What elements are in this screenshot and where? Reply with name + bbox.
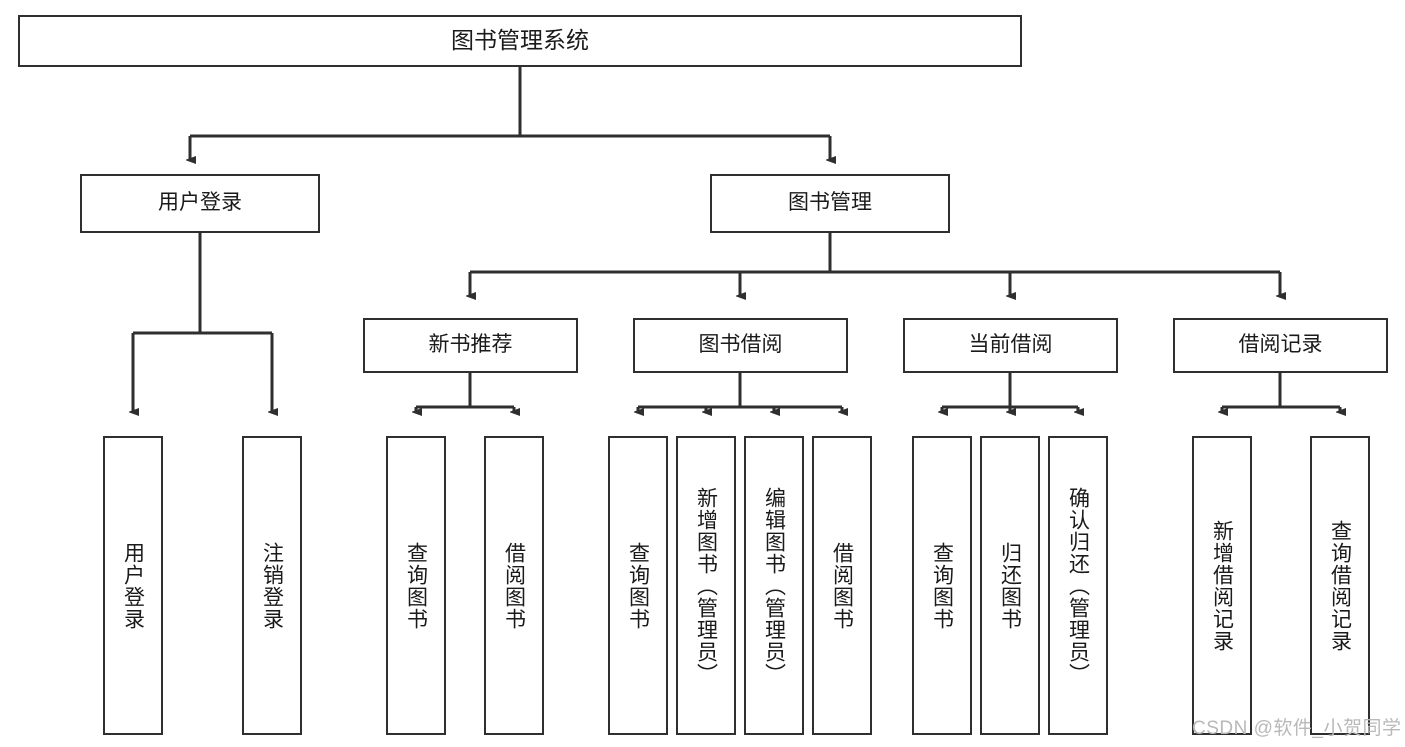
node-leaf-query-book-3[interactable]: 查询图书 [912, 436, 972, 735]
node-leaf-logout-login-label: 注销登录 [260, 541, 284, 630]
node-leaf-confirm-return-label: 确认归还（管理员） [1066, 486, 1090, 685]
node-leaf-logout-login[interactable]: 注销登录 [242, 436, 302, 735]
node-leaf-borrow-book-1[interactable]: 借阅图书 [484, 436, 544, 735]
node-leaf-edit-book[interactable]: 编辑图书（管理员） [744, 436, 804, 735]
node-user-login[interactable]: 用户登录 [80, 174, 320, 233]
node-leaf-add-book-label: 新增图书（管理员） [694, 486, 718, 685]
node-user-login-label: 用户登录 [158, 191, 242, 215]
node-leaf-user-login[interactable]: 用户登录 [103, 436, 163, 735]
node-leaf-borrow-book-1-label: 借阅图书 [502, 541, 526, 630]
node-leaf-query-book-1[interactable]: 查询图书 [386, 436, 446, 735]
node-leaf-add-book[interactable]: 新增图书（管理员） [676, 436, 736, 735]
node-leaf-return-book-label: 归还图书 [998, 541, 1022, 630]
node-leaf-return-book[interactable]: 归还图书 [980, 436, 1040, 735]
node-root-label: 图书管理系统 [451, 27, 589, 54]
node-book-borrow[interactable]: 图书借阅 [633, 318, 848, 373]
node-book-manage-label: 图书管理 [788, 191, 872, 215]
node-leaf-borrow-book-2-label: 借阅图书 [830, 541, 854, 630]
node-book-manage[interactable]: 图书管理 [710, 174, 950, 233]
node-borrow-record-label: 借阅记录 [1238, 333, 1323, 357]
node-leaf-add-record[interactable]: 新增借阅记录 [1192, 436, 1252, 735]
node-new-book-recommend-label: 新书推荐 [428, 333, 513, 357]
node-leaf-edit-book-label: 编辑图书（管理员） [762, 486, 786, 685]
node-new-book-recommend[interactable]: 新书推荐 [363, 318, 578, 373]
node-root[interactable]: 图书管理系统 [18, 15, 1022, 67]
node-leaf-query-book-1-label: 查询图书 [404, 541, 428, 630]
node-leaf-borrow-book-2[interactable]: 借阅图书 [812, 436, 872, 735]
node-leaf-query-book-3-label: 查询图书 [930, 541, 954, 630]
node-leaf-add-record-label: 新增借阅记录 [1210, 519, 1234, 652]
node-leaf-confirm-return[interactable]: 确认归还（管理员） [1048, 436, 1108, 735]
node-leaf-query-record-label: 查询借阅记录 [1328, 519, 1352, 652]
node-current-borrow[interactable]: 当前借阅 [903, 318, 1118, 373]
node-book-borrow-label: 图书借阅 [698, 333, 783, 357]
node-leaf-query-record[interactable]: 查询借阅记录 [1310, 436, 1370, 735]
node-leaf-query-book-2[interactable]: 查询图书 [608, 436, 668, 735]
node-current-borrow-label: 当前借阅 [968, 333, 1053, 357]
watermark: CSDN @软件_小贺同学 [1192, 718, 1402, 739]
node-leaf-user-login-label: 用户登录 [121, 541, 145, 630]
node-borrow-record[interactable]: 借阅记录 [1173, 318, 1388, 373]
node-leaf-query-book-2-label: 查询图书 [626, 541, 650, 630]
